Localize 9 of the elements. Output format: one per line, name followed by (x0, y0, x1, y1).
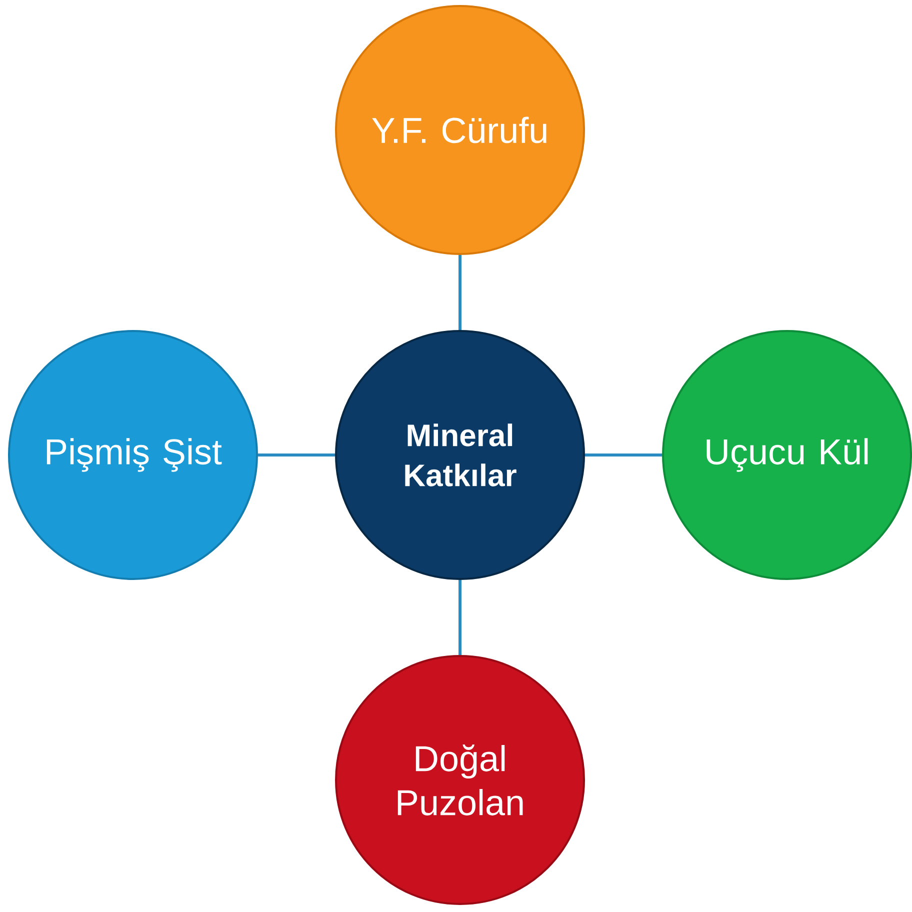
circle-node: Mineral Katkılar (335, 330, 585, 580)
connector-line (458, 580, 462, 655)
connector-line (585, 454, 662, 456)
circle-node: Pişmiş Şist (8, 330, 258, 580)
connector-line (458, 255, 462, 330)
circle-node: Doğal Puzolan (335, 655, 585, 905)
connector-line (258, 454, 335, 456)
circle-node: Uçucu Kül (662, 330, 912, 580)
circle-node: Y.F. Cürufu (335, 4, 585, 255)
